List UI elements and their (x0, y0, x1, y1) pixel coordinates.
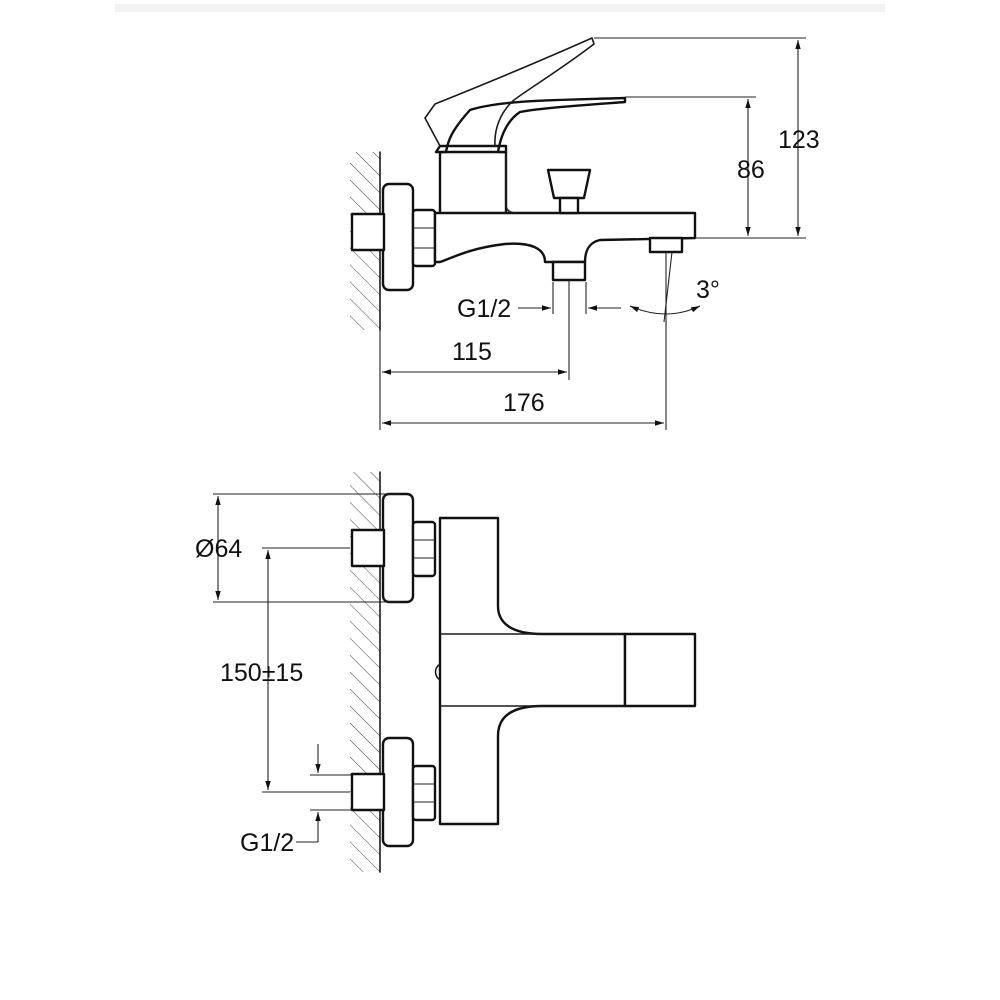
spout-neck-side (505, 151, 517, 214)
body-mark-front (434, 663, 441, 681)
dim-176: 176 (382, 322, 667, 430)
front-view: Ø64 150±15 G1/2 (195, 471, 697, 873)
dim-123: 123 (594, 37, 820, 239)
upper-flange-front (381, 492, 415, 604)
hex-nut-side (411, 208, 437, 268)
side-view: 123 86 G1/2 3° 115 (350, 37, 820, 430)
dim-diameter: Ø64 (195, 493, 400, 603)
dim-center-distance-label: 150±15 (220, 659, 303, 687)
dim-angle: 3° (629, 251, 720, 323)
dim-diameter-label: Ø64 (195, 535, 242, 563)
dim-thread-outlet-label: G1/2 (457, 295, 511, 323)
dim-115-label: 115 (452, 338, 492, 366)
dim-86: 86 (625, 96, 765, 236)
dim-thread-inlet-label: G1/2 (240, 829, 294, 857)
dim-angle-label: 3° (696, 276, 720, 304)
mixer-body-side (438, 150, 508, 216)
dim-thread-inlet: G1/2 (240, 744, 352, 857)
shower-outlet-side (551, 260, 587, 282)
dim-center-distance: 150±15 (220, 547, 350, 793)
dim-thread-outlet: G1/2 (457, 282, 621, 323)
spout-nose-front (623, 632, 697, 708)
wall-flange-side (381, 182, 415, 292)
inlet-stub-side (350, 212, 386, 252)
mixer-body-front (438, 516, 627, 826)
dim-86-label: 86 (737, 156, 765, 184)
top-border-strip (115, 4, 885, 12)
dim-115: 115 (379, 313, 570, 430)
lower-hex-nut-front (411, 764, 437, 822)
lever-open-position-outline (424, 37, 595, 147)
upper-hex-nut-front (411, 520, 437, 578)
aerator-side (648, 236, 684, 254)
dim-123-label: 123 (778, 126, 820, 154)
diverter-knob-side (546, 168, 592, 215)
lower-flange-front (381, 736, 415, 848)
spout-body-side (433, 211, 697, 264)
dim-176-label: 176 (503, 389, 545, 417)
lever-handle-side (434, 96, 627, 154)
lower-inlet-stub-front (350, 772, 386, 812)
upper-inlet-stub-front (350, 528, 386, 568)
